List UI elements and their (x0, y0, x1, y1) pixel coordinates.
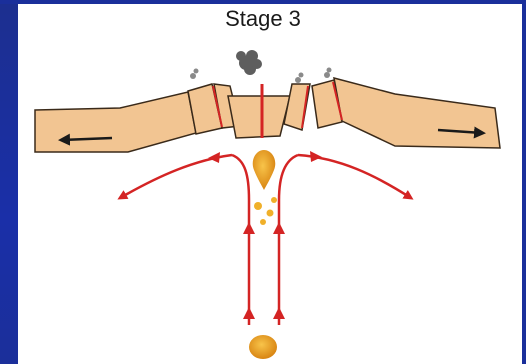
arrow-tip-left (208, 152, 220, 163)
up-arrow-left-1 (243, 222, 255, 234)
left-crust-plate (35, 92, 196, 152)
fault-block-3 (284, 84, 310, 130)
up-arrow-right-1 (273, 222, 285, 234)
up-arrow-left-2 (243, 307, 255, 319)
small-smoke-icon (190, 68, 332, 84)
up-arrow-right-2 (273, 307, 285, 319)
fault-block-center (228, 96, 290, 138)
flow-right-inner (279, 155, 298, 325)
magma-drop-icon (253, 150, 276, 190)
flow-left-outward (120, 155, 232, 198)
flow-right-outward (298, 155, 411, 198)
smoke-plume-icon (236, 50, 262, 75)
flow-left-inner (232, 155, 249, 325)
right-crust-plate (334, 78, 500, 148)
magma-droplets (254, 197, 277, 225)
mantle-blob (249, 335, 277, 359)
arrow-tip-right (310, 151, 322, 162)
